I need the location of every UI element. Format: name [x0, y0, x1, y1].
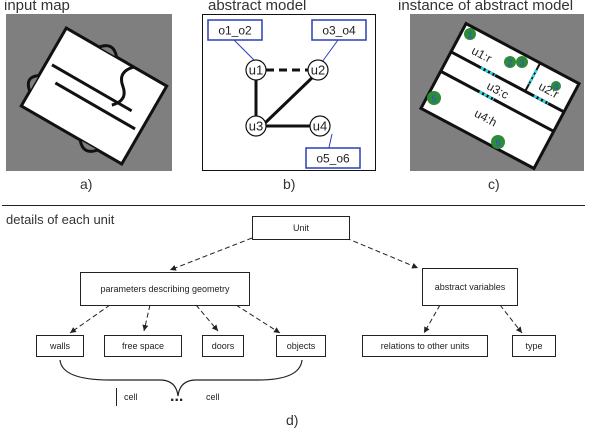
node-doors: doors [202, 335, 244, 357]
object-marker-2: 2 [504, 56, 516, 68]
arrow-geometry-to-freespace [142, 304, 151, 332]
panel-b-letter: b) [283, 176, 296, 192]
svg-text:1: 1 [467, 30, 472, 40]
input-map-floorplan [19, 25, 169, 167]
panel-c-title: instance of abstract model [398, 0, 574, 14]
arrow-geometry-to-doors [195, 304, 219, 332]
arrow-unit-to-abstract [345, 237, 419, 269]
arrow-geometry-to-walls [69, 304, 111, 334]
callout-o3-o4: o3_o4 [311, 19, 367, 41]
object-marker-3: 3 [516, 56, 528, 68]
node-u4: u4 [309, 115, 331, 137]
svg-text:o1_o2: o1_o2 [218, 24, 252, 38]
svg-text:2: 2 [507, 58, 512, 68]
svg-text:u4: u4 [313, 119, 327, 134]
section-divider [2, 205, 585, 206]
cell-left-label: cell [124, 392, 138, 402]
object-marker-1: 1 [464, 28, 476, 40]
instance-figure: u1:r u2:r u3:c u4:h 1 2 3 4 5 6 [410, 14, 584, 171]
node-unit: Unit [252, 216, 350, 240]
svg-text:u2: u2 [311, 63, 325, 78]
node-abstract-variables: abstract variables [422, 268, 518, 306]
panel-b-title: abstract model [208, 0, 307, 14]
svg-text:3: 3 [519, 58, 524, 68]
node-type: type [512, 335, 556, 357]
cell-right-label: cell [206, 392, 220, 402]
node-u2: u2 [307, 59, 329, 81]
abstract-model-figure: u1 u2 u3 u4 o1_o2 o3_o4 o5_o6 [202, 14, 376, 171]
node-relations: relations to other units [362, 335, 488, 357]
object-marker-6: 6 [491, 135, 505, 149]
object-marker-4: 4 [551, 81, 561, 92]
panel-d-title: details of each unit [6, 212, 115, 227]
svg-text:u3: u3 [249, 119, 263, 134]
svg-text:o3_o4: o3_o4 [322, 24, 356, 38]
svg-text:o5_o6: o5_o6 [316, 152, 350, 166]
callout-o1-o2: o1_o2 [207, 19, 263, 41]
callout-o5-o6: o5_o6 [305, 147, 361, 169]
svg-text:4: 4 [553, 82, 558, 92]
edge-u2-u3 [262, 72, 318, 126]
object-marker-5: 5 [427, 91, 441, 105]
input-map-figure [6, 14, 172, 171]
node-free-space: free space [104, 335, 182, 357]
svg-text:6: 6 [495, 138, 500, 148]
panel-a-letter: a) [80, 176, 93, 192]
node-u3: u3 [245, 115, 267, 137]
arrow-abstract-to-relations [423, 304, 441, 334]
svg-text:5: 5 [431, 94, 436, 104]
arrow-geometry-to-objects [235, 304, 281, 334]
callout-line-u2 [321, 39, 339, 63]
callout-line-u1 [233, 39, 257, 63]
arrow-abstract-to-type [499, 304, 523, 334]
cell-ellipsis: ... [170, 388, 184, 405]
panel-d-letter: d) [286, 412, 299, 428]
node-parameters-geometry: parameters describing geometry [80, 272, 250, 306]
arrow-unit-to-geometry [169, 237, 253, 271]
node-walls: walls [36, 335, 84, 357]
node-objects: objects [276, 335, 326, 357]
panel-a-title: input map [4, 0, 70, 14]
cell-left-bar [116, 388, 117, 406]
panel-c-letter: c) [488, 176, 500, 192]
svg-text:u1: u1 [249, 63, 263, 78]
node-u1: u1 [245, 59, 267, 81]
instance-floorplan: u1:r u2:r u3:c u4:h [418, 21, 582, 171]
grouping-brace [59, 359, 303, 397]
